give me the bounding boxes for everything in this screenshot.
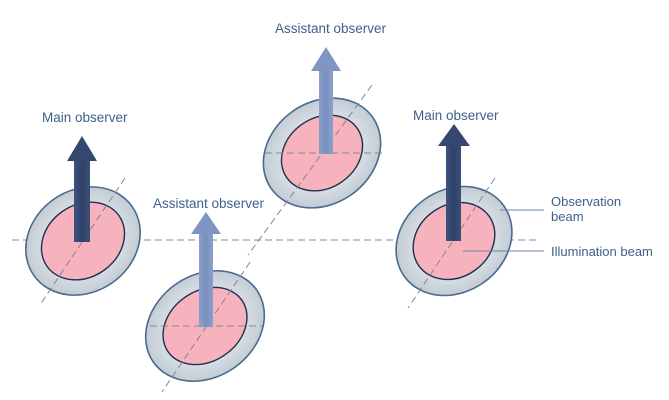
axis-dashed-line	[39, 177, 126, 306]
observation-beam-label-line2: beam	[551, 209, 584, 224]
assistant-observer-top-label: Assistant observer	[275, 21, 387, 36]
assistant-observer-mid-label: Assistant observer	[153, 196, 265, 211]
main-observer-arrow	[67, 136, 97, 242]
bottom-assistant-observer-unit	[144, 212, 266, 393]
assistant-observer-arrow	[311, 47, 341, 154]
illumination-beam-label: Illumination beam	[551, 244, 653, 259]
main-observer-right-label: Main observer	[413, 108, 499, 123]
top-assistant-observer-unit	[247, 47, 385, 256]
assistant-observer-arrow	[191, 212, 221, 327]
main-observer-arrow	[438, 124, 470, 241]
left-main-observer-unit	[25, 136, 141, 306]
right-main-observer-unit	[395, 124, 544, 309]
axis-dashed-line	[247, 84, 373, 256]
observation-beam-label-line1: Observation	[551, 194, 621, 209]
axis-dashed-line	[407, 177, 496, 309]
main-observer-left-label: Main observer	[42, 110, 128, 125]
